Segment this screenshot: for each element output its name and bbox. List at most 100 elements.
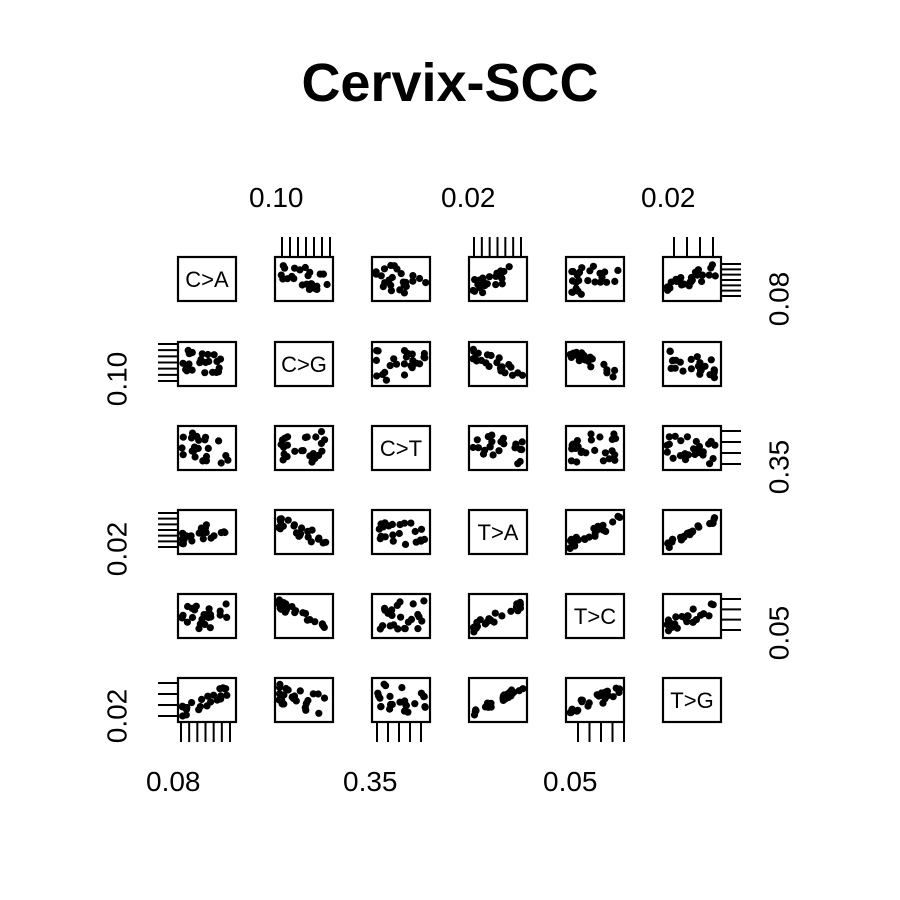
data-point [373, 372, 381, 380]
data-point [374, 347, 382, 355]
data-point [195, 625, 203, 633]
data-point [684, 612, 692, 620]
data-point [206, 624, 214, 632]
data-point [469, 443, 477, 452]
data-point [700, 610, 708, 618]
data-point [191, 453, 199, 461]
data-point [709, 455, 717, 463]
data-point [519, 685, 527, 693]
data-point [223, 691, 231, 699]
data-point [393, 601, 401, 610]
data-point [518, 446, 526, 454]
scatter-panel [467, 255, 529, 303]
data-point [683, 529, 691, 538]
data-point [614, 266, 622, 274]
scatter-panel [467, 676, 529, 724]
data-point [322, 538, 330, 546]
data-point [378, 520, 386, 529]
data-point [280, 691, 288, 699]
data-point [320, 694, 329, 702]
panel-frame [370, 424, 432, 472]
data-point [388, 520, 396, 529]
diagonal-panel: C>G [273, 340, 335, 388]
bottom-tick-label: 0.05 [543, 766, 598, 797]
data-point [472, 707, 480, 715]
data-point [296, 266, 304, 274]
data-point [416, 274, 424, 283]
variable-label: T>A [478, 520, 519, 545]
data-point [693, 353, 701, 361]
data-point [491, 609, 499, 617]
scatter-panel [370, 255, 432, 303]
data-point [187, 434, 196, 442]
data-point [321, 436, 329, 444]
data-point [387, 700, 395, 709]
data-point [705, 271, 713, 279]
data-point [683, 618, 691, 626]
data-point [589, 262, 598, 270]
data-point [388, 273, 396, 282]
right-tick-label: 0.05 [763, 605, 795, 661]
data-point [508, 371, 517, 379]
data-point [507, 363, 515, 371]
data-point [199, 535, 207, 543]
data-point [505, 263, 513, 271]
data-point [299, 447, 307, 455]
data-point [407, 615, 416, 624]
data-point [489, 451, 497, 459]
data-point [372, 356, 380, 364]
right-tick-label: 0.08 [763, 271, 795, 327]
data-point [306, 452, 314, 460]
data-point [498, 612, 506, 620]
scatter-panel [564, 424, 626, 472]
data-point [204, 692, 212, 700]
data-point [495, 447, 503, 455]
data-point [668, 538, 676, 546]
data-point [705, 440, 713, 448]
scatter-panel [467, 424, 529, 472]
data-point [201, 369, 209, 377]
data-point [309, 690, 317, 698]
data-point [695, 523, 703, 531]
data-point [318, 620, 326, 628]
data-point [221, 685, 229, 693]
data-point [685, 282, 693, 290]
data-point [470, 628, 478, 636]
data-point [574, 287, 582, 295]
data-point [605, 455, 613, 463]
data-point [205, 605, 213, 613]
data-point [217, 459, 225, 467]
data-point [484, 433, 492, 441]
diagonal-panel: C>T [370, 424, 432, 472]
data-point [400, 371, 409, 379]
scatter-panel [273, 676, 335, 724]
data-point [215, 437, 223, 445]
data-point [283, 453, 291, 461]
data-point [374, 689, 382, 697]
data-point [409, 357, 417, 365]
data-point [389, 531, 397, 539]
data-point [204, 444, 212, 452]
data-point [665, 440, 673, 448]
data-point [573, 437, 582, 445]
scatter-panel [467, 592, 529, 640]
data-point [566, 544, 574, 553]
scatter-panel [273, 255, 335, 303]
data-point [498, 275, 506, 283]
data-point [611, 277, 619, 285]
scatter-panel [273, 508, 335, 556]
panel-frame [661, 676, 723, 724]
data-point [574, 706, 582, 714]
data-point [281, 264, 289, 272]
data-point [188, 613, 197, 622]
panel-frame [467, 676, 529, 724]
data-point [304, 696, 312, 705]
data-point [297, 530, 305, 538]
data-point [377, 703, 385, 711]
data-point [508, 686, 516, 694]
data-point [198, 695, 206, 704]
scatter-panel [176, 676, 238, 724]
data-point [665, 433, 673, 441]
data-point [386, 692, 394, 701]
data-point [422, 279, 430, 287]
